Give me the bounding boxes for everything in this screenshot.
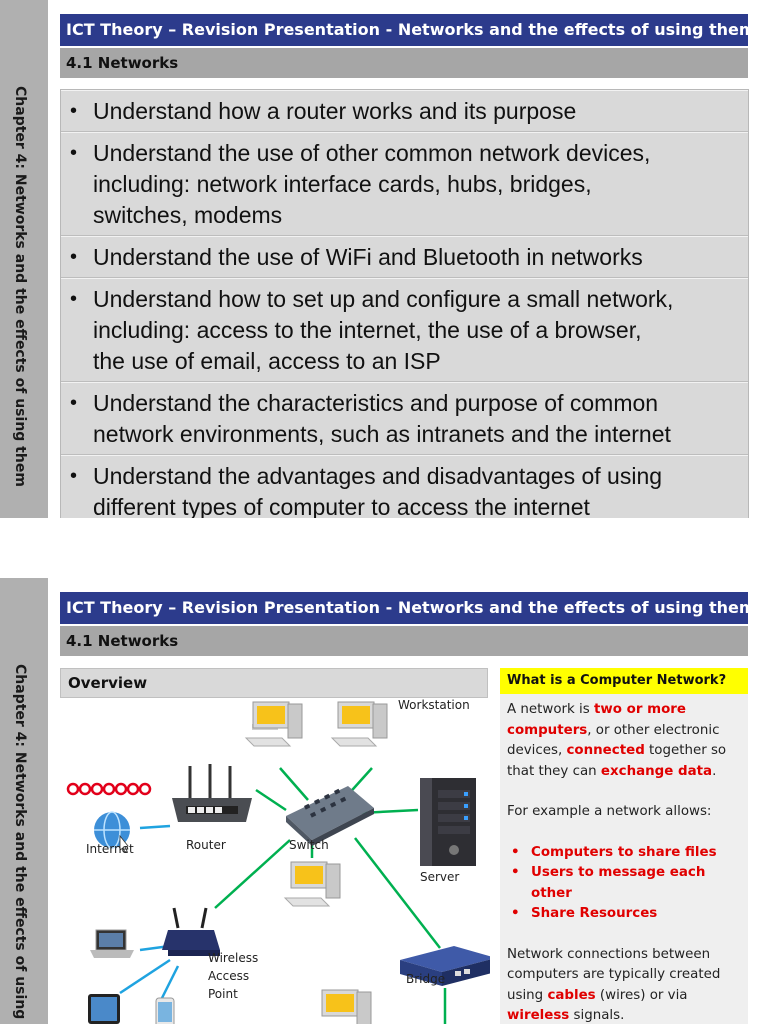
- bridge-icon: [400, 946, 496, 986]
- router-icon: [172, 764, 252, 822]
- wireless-link-line: [139, 824, 171, 830]
- server-icon: [420, 778, 476, 866]
- workstation-label: Workstation: [398, 698, 470, 712]
- objective-text-line: Understand how a router works and its pu…: [93, 98, 577, 124]
- wap-label-line2: Access: [208, 969, 250, 983]
- list-item: Share Resources: [507, 904, 742, 925]
- wap-label-line3: Point: [208, 987, 238, 1001]
- workstation-icon: [244, 701, 303, 747]
- list-item: Computers to share files: [507, 843, 742, 864]
- wap-label-line1: Wireless: [208, 951, 259, 965]
- overview-heading: Overview: [60, 668, 488, 698]
- bullet-marker: •: [70, 392, 78, 414]
- chapter-side-bar: Chapter 4: Networks and the effects of u…: [0, 578, 48, 1024]
- text-run: together so that they can: [507, 743, 727, 779]
- objective-item: • Understand how to set up and configure …: [61, 278, 748, 382]
- workstation-icon: [330, 701, 388, 747]
- objective-text-line: Understand the use of WiFi and Bluetooth…: [93, 244, 643, 270]
- switch-icon: [286, 786, 374, 846]
- objective-text-line: different types of computer to access th…: [93, 494, 590, 518]
- objectives-list: • Understand how a router works and its p…: [60, 89, 749, 518]
- example-intro: For example a network allows:: [507, 804, 712, 819]
- text-run: A network is: [507, 702, 595, 717]
- slide-title: ICT Theory – Revision Presentation - Net…: [60, 592, 748, 624]
- isp-logo: [66, 782, 152, 796]
- objective-text-line: Understand the use of other common netwo…: [93, 140, 651, 166]
- section-heading: 4.1 Networks: [60, 48, 748, 78]
- highlight-text: exchange data: [600, 763, 713, 779]
- objective-item: • Understand how a router works and its p…: [61, 90, 748, 132]
- cable-line: [354, 837, 441, 949]
- objective-item: • Understand the use of other common netw…: [61, 132, 748, 236]
- phone-icon: [155, 997, 175, 1024]
- workstation-icon: [283, 861, 341, 907]
- bullet-marker: •: [70, 142, 78, 164]
- globe-icon: [94, 811, 130, 853]
- objective-text-line: including: access to the internet, the u…: [93, 317, 642, 343]
- slide-title: ICT Theory – Revision Presentation - Net…: [60, 14, 748, 46]
- objective-item: • Understand the use of WiFi and Bluetoot…: [61, 236, 748, 278]
- benefits-list: Computers to share files Users to messag…: [507, 843, 742, 925]
- objective-text-line: the use of email, access to an ISP: [93, 348, 441, 374]
- bullet-marker: •: [70, 288, 78, 310]
- wireless-access-point-icon: [162, 907, 220, 956]
- definition-panel: A network is two or more computers, or o…: [500, 694, 748, 1024]
- list-item: Users to message each other: [507, 863, 742, 904]
- bullet-marker: •: [70, 465, 78, 487]
- network-diagram: Workstation Internet Router Switch Serve…: [60, 698, 496, 1024]
- objective-item: • Understand the characteristics and purp…: [61, 382, 748, 455]
- laptop-icon: [90, 929, 134, 958]
- bullet-marker: •: [70, 100, 78, 122]
- section-heading: 4.1 Networks: [60, 626, 748, 656]
- cable-line: [214, 839, 291, 909]
- chapter-side-label: Chapter 4: Networks and the effects of u…: [12, 86, 28, 487]
- text-run: signals.: [569, 1008, 625, 1023]
- cable-line: [255, 788, 287, 812]
- wireless-link-line: [160, 965, 180, 999]
- slide-2: Chapter 4: Networks and the effects of u…: [0, 578, 768, 1024]
- server-label: Server: [420, 870, 460, 884]
- text-run: (wires) or via: [595, 987, 688, 1003]
- objective-text-line: network environments, such as intranets …: [93, 421, 671, 447]
- tablet-icon: [88, 994, 120, 1024]
- chapter-side-label: Chapter 4: Networks and the effects of u…: [12, 664, 28, 1024]
- question-heading: What is a Computer Network?: [500, 668, 748, 694]
- chapter-side-bar: Chapter 4: Networks and the effects of u…: [0, 0, 48, 518]
- text-run: .: [712, 763, 717, 779]
- network-diagram-svg: [66, 701, 496, 1024]
- internet-label: Internet: [86, 842, 134, 856]
- highlight-text: wireless: [507, 1008, 570, 1023]
- highlight-text: cables: [547, 987, 596, 1003]
- definition-paragraph: A network is two or more computers, or o…: [507, 700, 742, 782]
- workstation-icon: [321, 989, 372, 1024]
- cable-line: [279, 767, 309, 801]
- text-run: , or other electronic devices,: [507, 722, 720, 759]
- router-label: Router: [186, 838, 226, 852]
- objective-text-line: Understand how to set up and configure a…: [93, 286, 674, 312]
- objective-text-line: Understand the advantages and disadvanta…: [93, 463, 663, 489]
- objective-text-line: switches, modems: [93, 202, 283, 228]
- text-run: Network connections between computers ar…: [507, 946, 721, 1003]
- objective-item: • Understand the advantages and disadvant…: [61, 455, 748, 518]
- bridge-label: Bridge: [406, 972, 446, 986]
- switch-label: Switch: [289, 838, 329, 852]
- connections-paragraph: Network connections between computers ar…: [507, 945, 742, 1024]
- objective-text-line: Understand the characteristics and purpo…: [93, 390, 659, 416]
- highlight-text: connected: [566, 743, 645, 758]
- wireless-link-line: [119, 958, 171, 995]
- highlight-text: two or more computers: [507, 702, 686, 738]
- slide-1: Chapter 4: Networks and the effects of u…: [0, 0, 749, 518]
- bullet-marker: •: [70, 246, 78, 268]
- objective-text-line: including: network interface cards, hubs…: [93, 171, 592, 197]
